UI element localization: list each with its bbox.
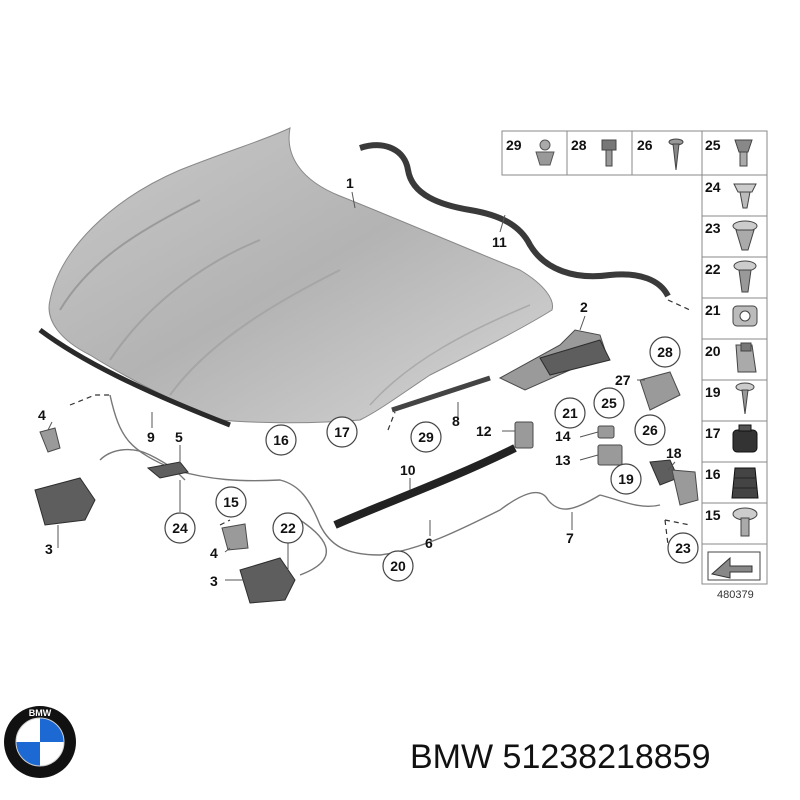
- table-col-1: 23: [705, 220, 721, 236]
- leader-lines: [47, 191, 676, 581]
- hood-seal: [38, 327, 231, 428]
- svg-text:20: 20: [390, 558, 406, 574]
- callout-7: 7: [566, 530, 574, 546]
- circled-callout-24: 24: [164, 512, 196, 544]
- bracket-12: [514, 421, 534, 449]
- callout-6: 6: [425, 535, 433, 551]
- clip-22-icon: [733, 260, 757, 293]
- circled-callout-15: 15: [215, 486, 247, 518]
- table-top-3: 25: [705, 137, 721, 153]
- callout-8: 8: [452, 413, 460, 429]
- bolt-28-icon: [601, 139, 617, 167]
- part-14: [597, 425, 615, 439]
- svg-text:15: 15: [223, 494, 239, 510]
- lock-middle: [221, 523, 296, 604]
- table-col-8: 15: [705, 507, 721, 523]
- table-col-3: 21: [705, 302, 721, 318]
- gas-strut-8: [391, 375, 491, 413]
- circled-callout-23: 23: [667, 532, 699, 564]
- seal-10: [333, 444, 517, 529]
- callout-14: 14: [555, 428, 571, 444]
- callout-4b: 4: [210, 545, 218, 561]
- buffer-16-icon: [731, 467, 759, 499]
- circled-callout-28: 28: [649, 336, 681, 368]
- clip-29-icon: [535, 139, 555, 166]
- svg-text:16: 16: [273, 432, 289, 448]
- clip-20-icon: [735, 342, 757, 373]
- bmw-logo: BMW: [4, 706, 76, 778]
- screw-19-icon: [735, 382, 755, 415]
- circled-callout-17: 17: [326, 416, 358, 448]
- svg-text:28: 28: [657, 344, 673, 360]
- arrow-icon: [707, 551, 761, 581]
- svg-text:26: 26: [642, 422, 658, 438]
- callout-3a: 3: [45, 541, 53, 557]
- callout-13: 13: [555, 452, 571, 468]
- callout-1: 1: [346, 175, 354, 191]
- screw-25-icon: [734, 139, 753, 167]
- table-top-2: 26: [637, 137, 653, 153]
- svg-text:24: 24: [172, 520, 188, 536]
- seal-11: [359, 142, 671, 298]
- screw-26-icon: [668, 138, 684, 171]
- buffer-17-icon: [732, 424, 758, 453]
- callout-9: 9: [147, 429, 155, 445]
- nut-21-icon: [732, 305, 758, 327]
- callout-3b: 3: [210, 573, 218, 589]
- callout-11: 11: [492, 234, 507, 250]
- circled-callout-29: 29: [410, 421, 442, 453]
- bracket-right: [671, 469, 699, 506]
- svg-text:23: 23: [675, 540, 691, 556]
- callout-12: 12: [476, 423, 492, 439]
- callout-10: 10: [400, 462, 416, 478]
- callout-5: 5: [175, 429, 183, 445]
- dashed-leaders: [69, 299, 695, 546]
- svg-text:21: 21: [562, 405, 578, 421]
- table-col-4: 20: [705, 343, 721, 359]
- table-col-7: 16: [705, 466, 721, 482]
- parts-table: 29 28 26 25 24 23: [501, 130, 768, 601]
- svg-text:19: 19: [618, 471, 634, 487]
- circled-callout-16: 16: [265, 424, 297, 456]
- logo-text: BMW: [29, 708, 52, 718]
- circled-callout-25: 25: [593, 387, 625, 419]
- table-top-0: 29: [506, 137, 522, 153]
- clip-24-icon: [733, 183, 757, 209]
- circled-callout-22: 22: [272, 512, 304, 544]
- circled-callout-19: 19: [610, 463, 642, 495]
- table-col-6: 17: [705, 425, 721, 441]
- clip-23-icon: [732, 220, 758, 251]
- callout-4a: 4: [38, 407, 46, 423]
- circled-callout-20: 20: [382, 550, 414, 582]
- callout-2: 2: [580, 299, 588, 315]
- circled-callout-21: 21: [554, 397, 586, 429]
- screw-15-icon: [732, 507, 758, 537]
- lock-left: [34, 427, 96, 526]
- release-handle-5: [146, 461, 189, 479]
- svg-text:22: 22: [280, 520, 296, 536]
- bracket-27: [639, 371, 681, 411]
- callout-18: 18: [666, 445, 682, 461]
- callout-27: 27: [615, 372, 631, 388]
- svg-text:29: 29: [418, 429, 434, 445]
- table-col-0: 24: [705, 179, 721, 195]
- hinge-2: [498, 329, 611, 391]
- table-top-1: 28: [571, 137, 587, 153]
- svg-text:17: 17: [334, 424, 350, 440]
- hinge-part-13: [597, 444, 623, 466]
- table-col-2: 22: [705, 261, 721, 277]
- circled-callout-26: 26: [634, 414, 666, 446]
- part-number-caption: BMW 51238218859: [410, 738, 711, 776]
- svg-text:25: 25: [601, 395, 617, 411]
- table-col-5: 19: [705, 384, 721, 400]
- reference-code: 480379: [717, 589, 754, 601]
